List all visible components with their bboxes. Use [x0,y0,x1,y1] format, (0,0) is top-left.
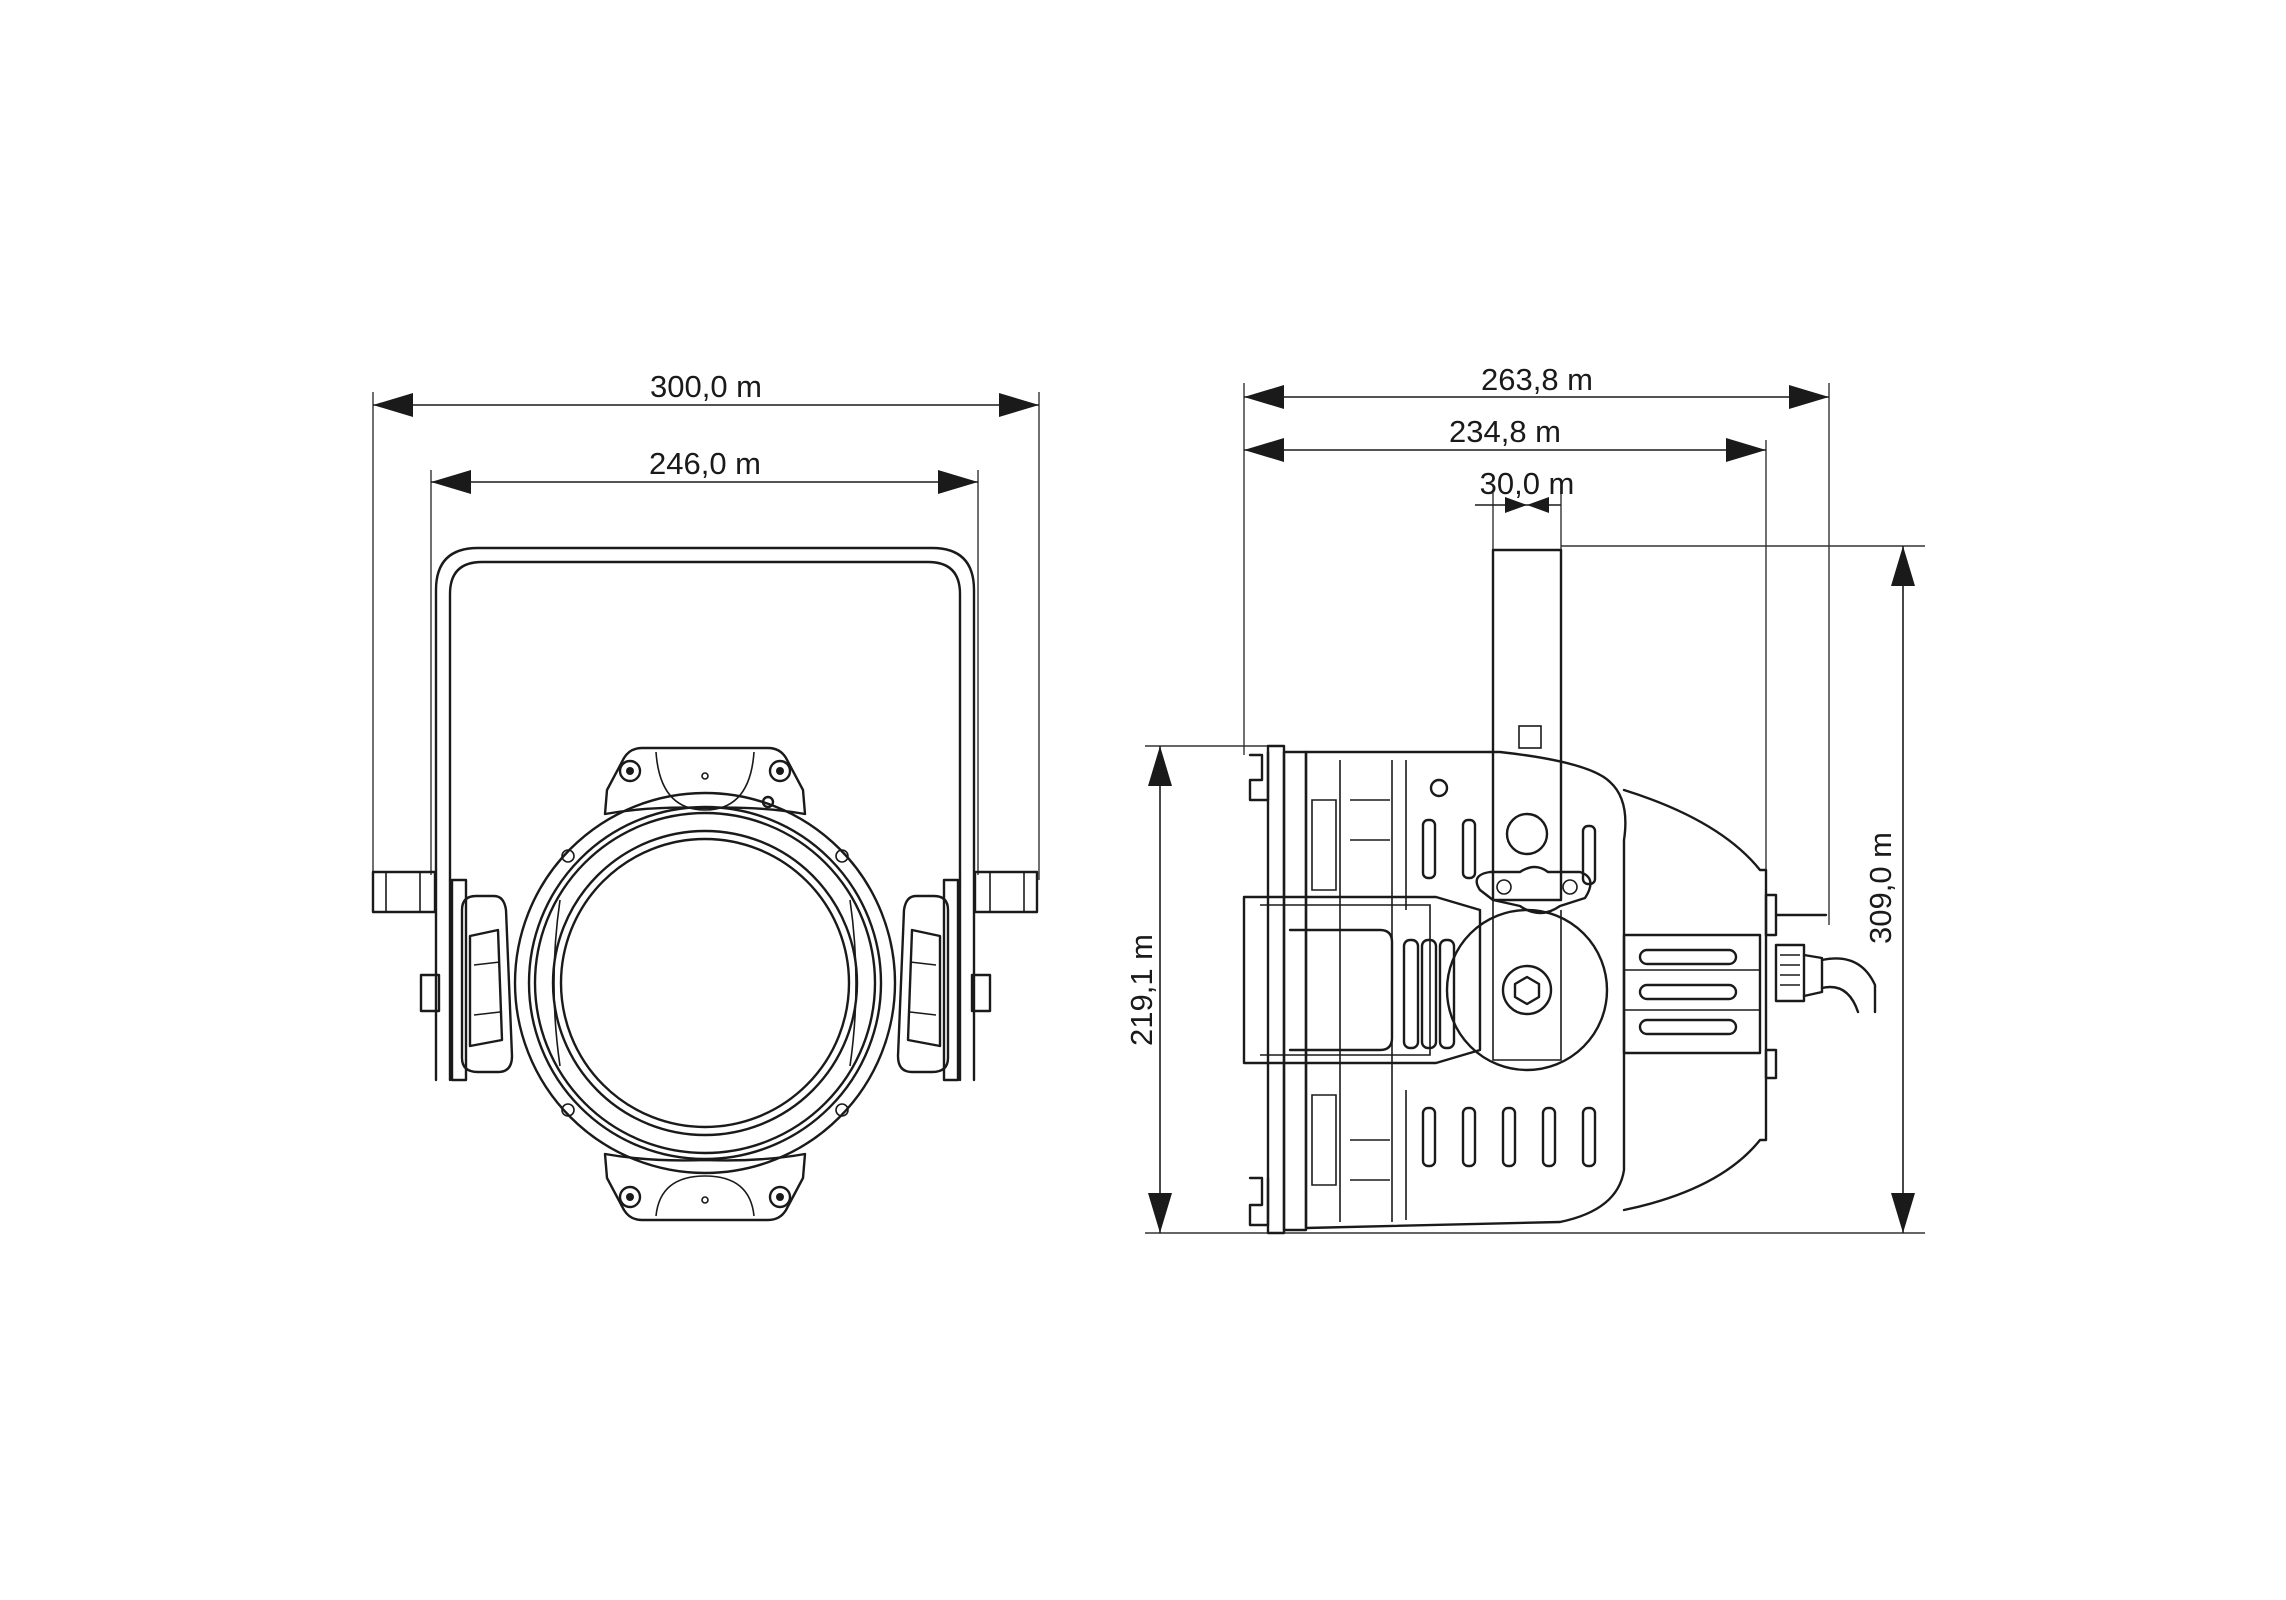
dim-overall-depth-label: 263,8 m [1481,362,1593,397]
dim-body-height-label: 219,1 m [1124,934,1159,1046]
dim-body-height: 219,1 m [1124,745,1275,1234]
front-housing [513,791,897,1175]
front-right-handle [896,878,960,1082]
front-yoke-arms [419,878,992,1082]
dim-yoke-width: 30,0 m [1475,466,1574,550]
dim-overall-height-label: 309,0 m [1863,832,1898,944]
side-yoke-knob [1445,865,1609,1072]
side-rear-cap [1622,788,1828,1212]
dim-overall-height: 309,0 m [1275,545,1925,1234]
dim-overall-width: 300,0 m [372,369,1040,880]
front-left-knob [371,870,437,914]
side-view: 263,8 m 234,8 m 30,0 m 219,1 m [1124,362,1925,1235]
dim-bracket-width-label: 246,0 m [649,446,761,481]
front-right-knob [973,870,1039,914]
side-yoke-arm [1491,548,1563,902]
side-front-rim [1248,744,1308,1235]
dim-bracket-width: 246,0 m [430,446,979,875]
front-left-handle [450,878,514,1082]
side-body [1304,750,1627,1230]
front-bottom-clamp [603,1152,807,1222]
front-view: 300,0 m 246,0 m [371,369,1040,1222]
front-top-clamp [603,746,807,816]
dim-yoke-width-label: 30,0 m [1480,466,1575,501]
dim-overall-depth: 263,8 m [1243,362,1830,925]
dim-body-depth-label: 234,8 m [1449,414,1561,449]
side-front-block [1242,895,1482,1065]
front-yoke-bracket [434,546,976,882]
dim-overall-width-label: 300,0 m [650,369,762,404]
side-cable-gland [1774,943,1877,1014]
